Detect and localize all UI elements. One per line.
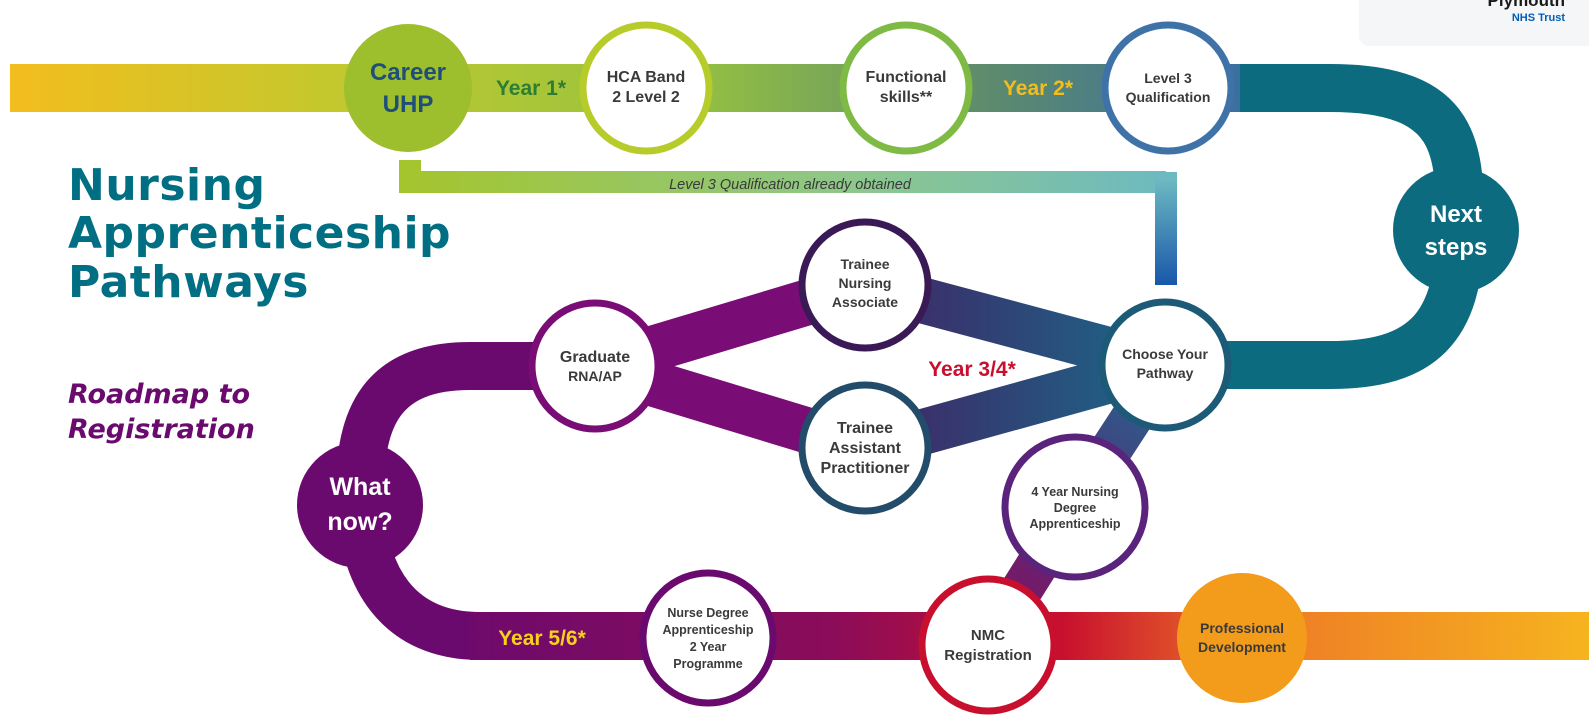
nmc-line2: Registration — [944, 647, 1032, 664]
prof-dev-line1: Professional — [1200, 620, 1284, 636]
title-line3: Pathways — [68, 256, 309, 308]
prof-dev-line2: Development — [1198, 639, 1286, 655]
node-graduate — [528, 299, 662, 433]
level3-shortcut-line — [399, 160, 1166, 193]
title-line1: Nursing — [68, 160, 266, 211]
career-uhp-line1: Career — [370, 59, 446, 86]
node-career-uhp — [344, 24, 472, 152]
nda2-line2: Apprenticeship — [663, 623, 754, 637]
node-nmc-registration — [918, 575, 1058, 715]
node-trainee-ap — [798, 381, 932, 515]
four-year-line1: 4 Year Nursing — [1031, 485, 1118, 499]
trainee-ap-line1: Trainee — [837, 420, 893, 437]
four-year-line2: Degree — [1054, 501, 1096, 515]
trust-logo: Plymouth NHS Trust — [1359, 0, 1589, 46]
graduate-line2: RNA/AP — [568, 368, 622, 384]
node-nda-2year — [639, 569, 777, 707]
node-professional-dev — [1177, 573, 1307, 703]
functional-line1: Functional — [866, 69, 947, 86]
trainee-ap-line3: Practitioner — [821, 460, 910, 477]
trainee-na-line1: Trainee — [840, 256, 889, 272]
choose-line2: Pathway — [1137, 365, 1194, 381]
nda2-line4: Programme — [673, 657, 743, 671]
year34-label: Year 3/4* — [928, 358, 1016, 381]
year56-label: Year 5/6* — [498, 627, 586, 650]
node-functional-skills — [839, 21, 973, 155]
trainee-na-line2: Nursing — [839, 275, 892, 291]
level3-line1: Level 3 — [1144, 70, 1192, 86]
functional-line2: skills** — [880, 89, 933, 106]
node-next-steps — [1393, 167, 1519, 293]
level3-line2: Qualification — [1126, 89, 1211, 105]
next-steps-line2: steps — [1425, 234, 1488, 261]
node-choose-pathway — [1098, 298, 1232, 432]
hca-line1: HCA Band — [607, 69, 686, 86]
title-line2: Apprenticeship — [68, 208, 452, 260]
logo-org: NHS Trust — [1511, 12, 1565, 24]
graduate-line1: Graduate — [560, 349, 630, 366]
what-now-line2: now? — [327, 508, 392, 536]
year2-label: Year 2* — [1003, 77, 1074, 100]
nmc-line1: NMC — [971, 627, 1005, 644]
node-hca-band2 — [579, 21, 713, 155]
next-steps-line1: Next — [1430, 201, 1482, 228]
node-level3 — [1101, 21, 1235, 155]
logo-name: Plymouth — [1487, 0, 1565, 10]
nda2-line3: 2 Year — [690, 640, 727, 654]
subtitle-line2: Registration — [68, 413, 255, 445]
trainee-na-line3: Associate — [832, 294, 898, 310]
four-year-line3: Apprenticeship — [1030, 517, 1121, 531]
level3-obtained-label: Level 3 Qualification already obtained — [669, 177, 912, 193]
what-now-line1: What — [329, 473, 391, 501]
page-title: Nursing Apprenticeship Pathways — [68, 160, 452, 308]
trainee-ap-line2: Assistant — [829, 440, 902, 457]
node-trainee-na — [798, 218, 932, 352]
nda2-line1: Nurse Degree — [667, 606, 748, 620]
node-four-year-nda — [1001, 433, 1149, 581]
choose-line1: Choose Your — [1122, 346, 1208, 362]
career-uhp-line2: UHP — [383, 91, 434, 118]
hca-line2: 2 Level 2 — [612, 89, 680, 106]
subtitle-line1: Roadmap to — [68, 379, 251, 410]
node-what-now — [297, 442, 423, 568]
year1-label: Year 1* — [496, 77, 567, 100]
page-subtitle: Roadmap to Registration — [68, 378, 255, 447]
